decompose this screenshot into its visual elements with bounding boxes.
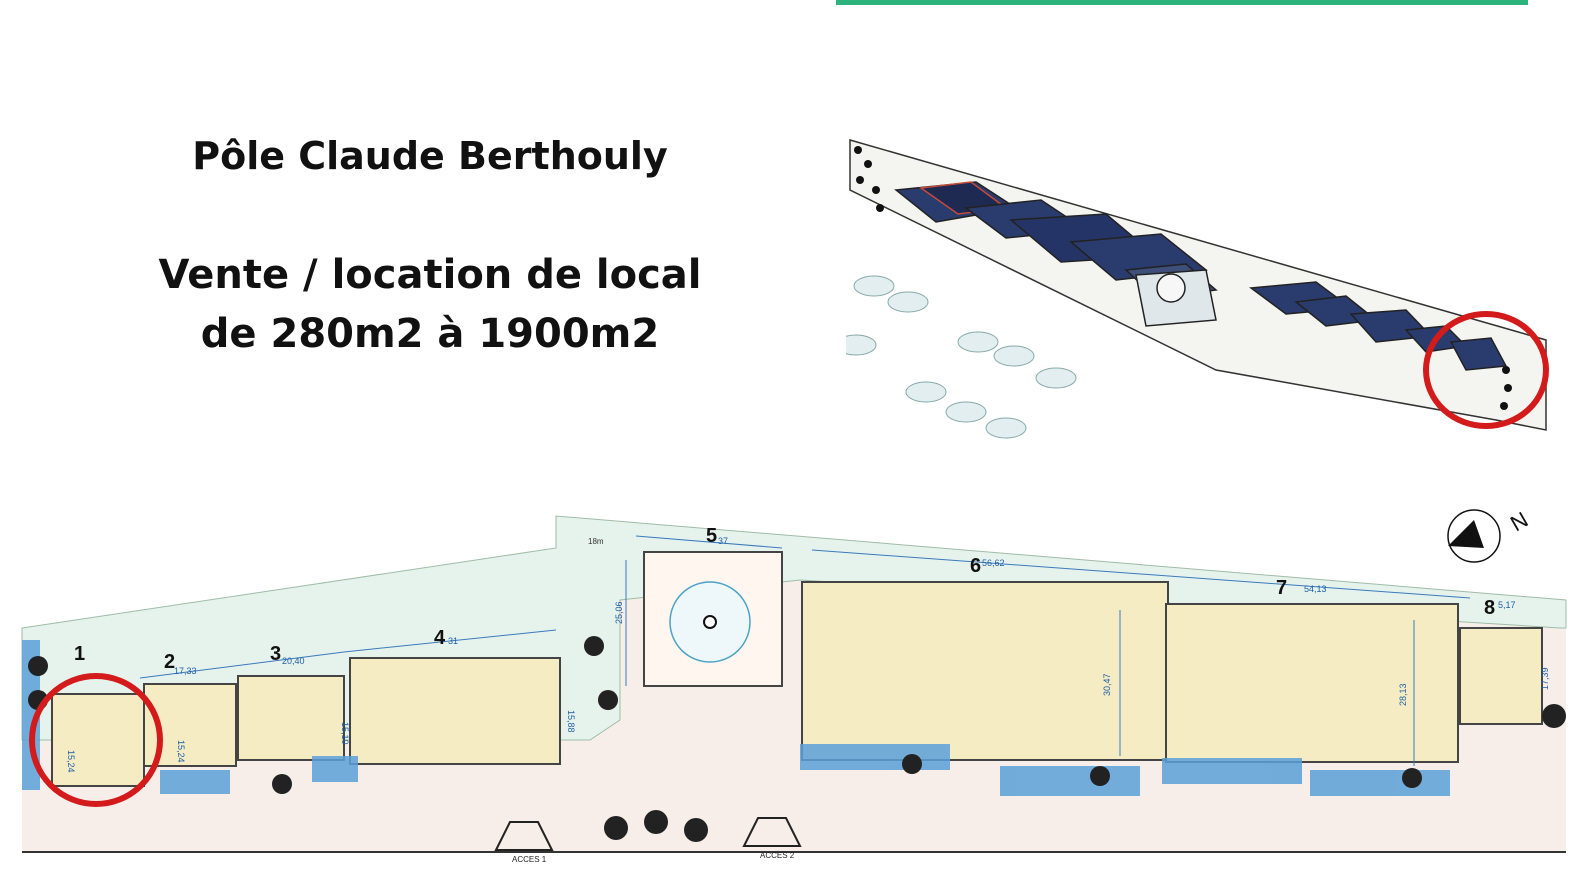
access-1-label: ACCES 1 [512,855,547,864]
site-plan: 1 2 3 4 5 6 7 8 15,24 17,33 15,24 20,40 … [21,507,1567,864]
dim-label: 56,62 [982,558,1005,568]
dim-label: 17,39 [1540,667,1550,690]
subtitle-line-2: de 280m2 à 1900m2 [200,311,660,357]
lot-number: 5 [706,525,717,547]
aerial-highlight-circle [1423,311,1549,429]
dim-label: 30,47 [1102,673,1112,696]
lot-number: 1 [74,643,85,665]
road-width-label: 18m [588,537,604,546]
dim-label: 25,06 [614,601,624,624]
access-2-label: ACCES 2 [760,851,795,860]
dim-label: 17,33 [174,666,197,676]
dim-label: 15,10 [340,722,350,745]
aerial-render [846,139,1549,439]
dim-label: 15,24 [66,750,76,773]
dim-label: 54,13 [1304,584,1327,594]
dim-label: 31 [448,636,458,646]
dim-label: 15,88 [566,710,576,733]
slide-title: Pôle Claude Berthouly [192,134,668,178]
lot-number: 2 [164,651,175,673]
dim-label: 20,40 [282,656,305,666]
lot-number: 3 [270,643,281,665]
north-arrow-icon: N [1447,507,1532,563]
dim-label: 37 [718,536,728,546]
plan-highlight-circle [29,673,163,807]
dim-label: 15,24 [176,740,186,763]
dim-label: 28,13 [1398,683,1408,706]
subtitle-line-1: Vente / location de local [158,252,702,298]
lot-number: 6 [970,555,981,577]
lot-number: 7 [1276,577,1287,599]
lot-number: 4 [434,627,446,649]
dim-label: 5,17 [1498,600,1516,610]
accent-line [836,0,1528,5]
lot-number: 8 [1484,597,1495,619]
north-label: N [1506,507,1532,537]
